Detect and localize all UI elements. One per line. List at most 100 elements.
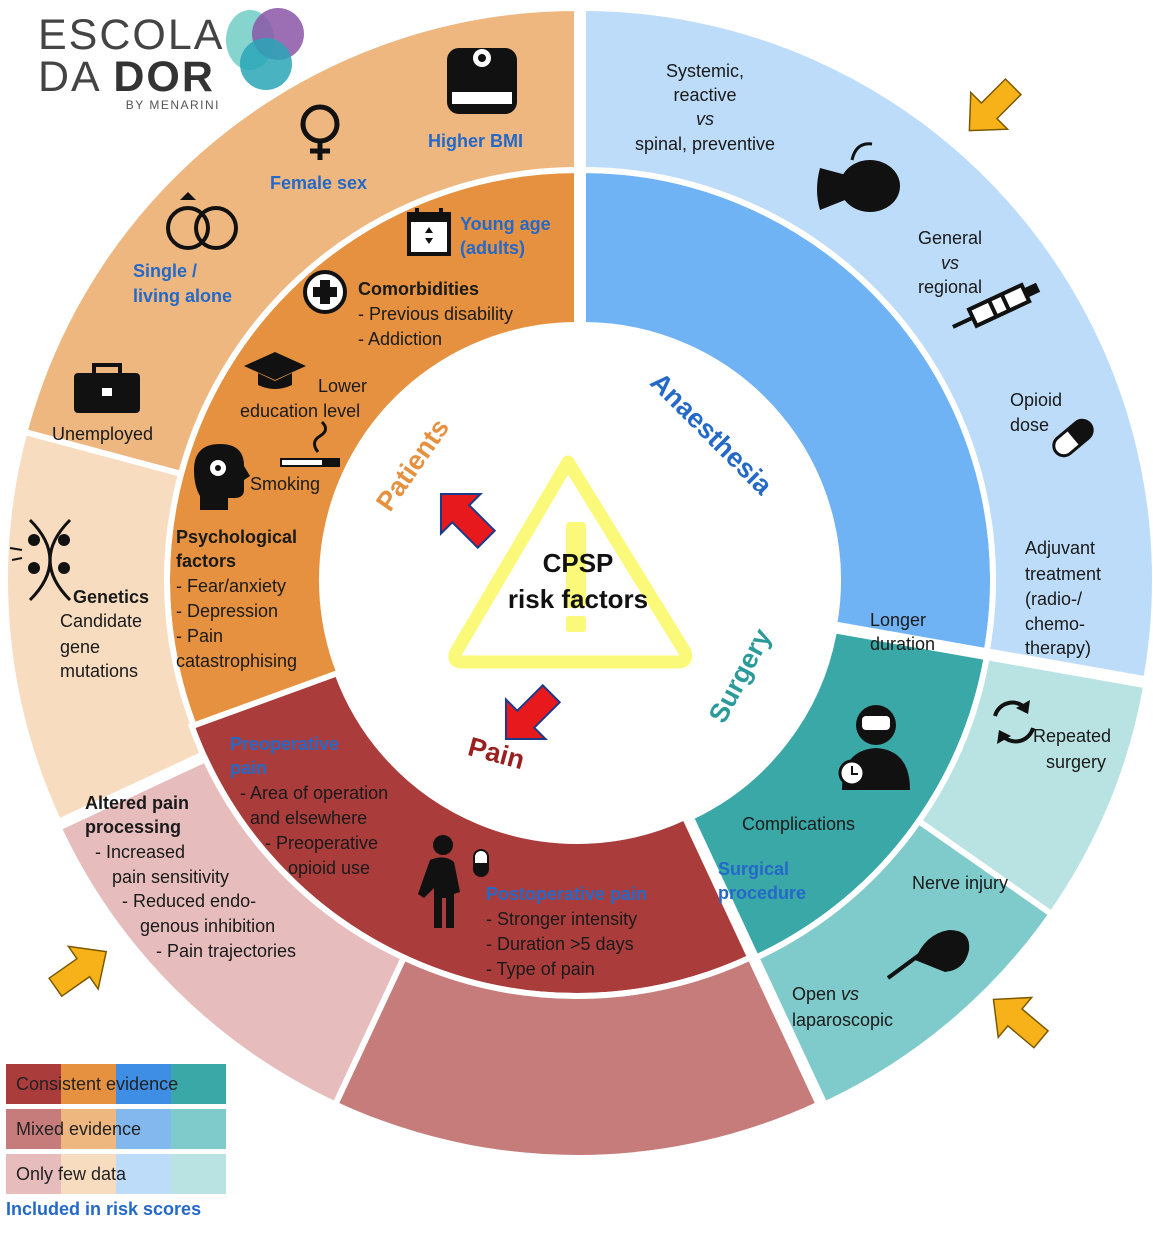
label-genetics-1: Candidate	[60, 611, 142, 631]
label-postop-1: Postoperative pain	[486, 884, 647, 904]
label-preop-1: Preoperative	[230, 734, 339, 754]
label-surgical-procedure-2: procedure	[718, 883, 806, 903]
label-systemic-3: vs	[696, 109, 714, 129]
label-longer-1: Longer	[870, 610, 926, 630]
label-psych-3: - Fear/anxiety	[176, 576, 286, 596]
female-symbol-icon	[300, 104, 340, 160]
label-preop-5: - Preoperative	[265, 833, 378, 853]
sector-surgery-procedure	[752, 816, 1056, 1109]
label-female-sex: Female sex	[270, 173, 367, 193]
sector-pain-altered	[54, 755, 408, 1109]
label-altered-4: pain sensitivity	[112, 867, 229, 887]
label-surgical-procedure-1: Surgical	[718, 859, 789, 879]
label-comorb-1: - Previous disability	[358, 304, 513, 324]
label-adjuvant-1: Adjuvant	[1025, 538, 1095, 558]
calendar-icon	[407, 208, 451, 256]
anaesthesia-mask-icon	[817, 142, 900, 212]
graduation-cap-icon	[244, 352, 306, 389]
back-pain-person-icon	[418, 835, 489, 928]
label-general-3: regional	[918, 277, 982, 297]
label-adjuvant-5: therapy)	[1025, 638, 1091, 658]
repeat-arrows-icon	[993, 700, 1035, 744]
label-repeated-2: surgery	[1046, 752, 1106, 772]
label-smoking: Smoking	[250, 474, 320, 494]
brand-sub: BY MENARINI	[125, 98, 220, 112]
label-general-1: General	[918, 228, 982, 248]
label-altered-1: Altered pain	[85, 793, 189, 813]
label-altered-7: - Pain trajectories	[156, 941, 296, 961]
label-young-age-1: Young age	[460, 214, 551, 234]
label-single-1: Single /	[133, 261, 197, 281]
gold-arrow-icon	[992, 996, 1050, 1049]
label-open-vs: Open vs	[792, 984, 859, 1004]
head-gears-icon	[194, 444, 250, 510]
label-unemployed: Unemployed	[52, 424, 153, 444]
label-postop-4: - Type of pain	[486, 959, 595, 979]
label-general-2: vs	[941, 253, 959, 273]
syringe-icon	[952, 282, 1041, 329]
label-adjuvant-4: chemo-	[1025, 614, 1085, 634]
label-preop-2: pain	[230, 758, 267, 778]
rings-icon	[166, 192, 238, 250]
label-comorb-2: - Addiction	[358, 329, 442, 349]
dna-icon	[9, 518, 72, 602]
label-psych-5: - Pain	[176, 626, 223, 646]
scalpel-hand-icon	[886, 930, 970, 980]
legend-included: Included in risk scores	[6, 1199, 202, 1219]
label-altered-6: genous inhibition	[140, 916, 275, 936]
label-postop-2: - Stronger intensity	[486, 909, 637, 929]
surgeon-icon	[838, 705, 910, 790]
sector-rings	[2, 4, 1153, 1162]
red-arrow-icon	[504, 683, 562, 741]
brand-logo: ESCOLA DA DOR BY MENARINI	[38, 14, 228, 114]
label-adjuvant-2: treatment	[1025, 564, 1101, 584]
label-higher-bmi: Higher BMI	[428, 131, 523, 151]
label-comorbidities: Comorbidities	[358, 279, 479, 299]
label-genetics: Genetics	[73, 587, 149, 607]
label-altered-2: processing	[85, 817, 181, 837]
gold-arrow-icon	[968, 77, 1023, 132]
label-preop-3: - Area of operation	[240, 783, 388, 803]
legend-mixed: Mixed evidence	[6, 1109, 226, 1149]
label-genetics-3: mutations	[60, 661, 138, 681]
label-complications: Complications	[742, 814, 855, 834]
sector-patients-outer	[20, 4, 580, 478]
medical-cross-icon	[303, 270, 347, 314]
label-adjuvant-3: (radio-/	[1025, 589, 1082, 609]
brand-line-2: DA DOR	[38, 53, 215, 101]
label-altered-3: - Increased	[95, 842, 185, 862]
label-repeated-1: Repeated	[1033, 726, 1111, 746]
center-title-line1: CPSP	[543, 548, 614, 578]
label-preop-6: opioid use	[288, 858, 370, 878]
label-psych-6: catastrophising	[176, 651, 297, 671]
label-opioid-2: dose	[1010, 415, 1049, 435]
label-systemic-4: spinal, preventive	[635, 134, 775, 154]
label-psych-2: factors	[176, 551, 236, 571]
legend: Consistent evidence Mixed evidence Only …	[6, 1064, 236, 1220]
pill-icon	[1052, 418, 1094, 458]
label-nerve-injury: Nerve injury	[912, 873, 1008, 893]
label-altered-5: - Reduced endo-	[122, 891, 256, 911]
label-single-2: living alone	[133, 286, 232, 306]
label-preop-4: and elsewhere	[250, 808, 367, 828]
red-arrow-icon	[439, 492, 497, 550]
sector-anaesthesia-outer	[580, 4, 1153, 683]
sector-patients-genetics	[2, 428, 210, 826]
label-education-2: education level	[240, 401, 360, 421]
label-longer-2: duration	[870, 634, 935, 654]
briefcase-icon	[74, 363, 140, 413]
legend-few: Only few data	[6, 1154, 226, 1194]
label-genetics-2: gene	[60, 637, 100, 657]
weighing-scale-icon	[447, 48, 517, 114]
label-opioid-1: Opioid	[1010, 390, 1062, 410]
label-systemic-1: Systemic,	[666, 61, 744, 81]
label-psych-4: - Depression	[176, 601, 278, 621]
label-systemic-2: reactive	[673, 85, 736, 105]
label-psych-1: Psychological	[176, 527, 297, 547]
cigarette-icon	[280, 420, 340, 467]
brand-line-1: ESCOLA	[38, 11, 225, 59]
label-young-age-2: (adults)	[460, 238, 525, 258]
label-education-1: Lower	[318, 376, 367, 396]
label-postop-3: - Duration >5 days	[486, 934, 634, 954]
